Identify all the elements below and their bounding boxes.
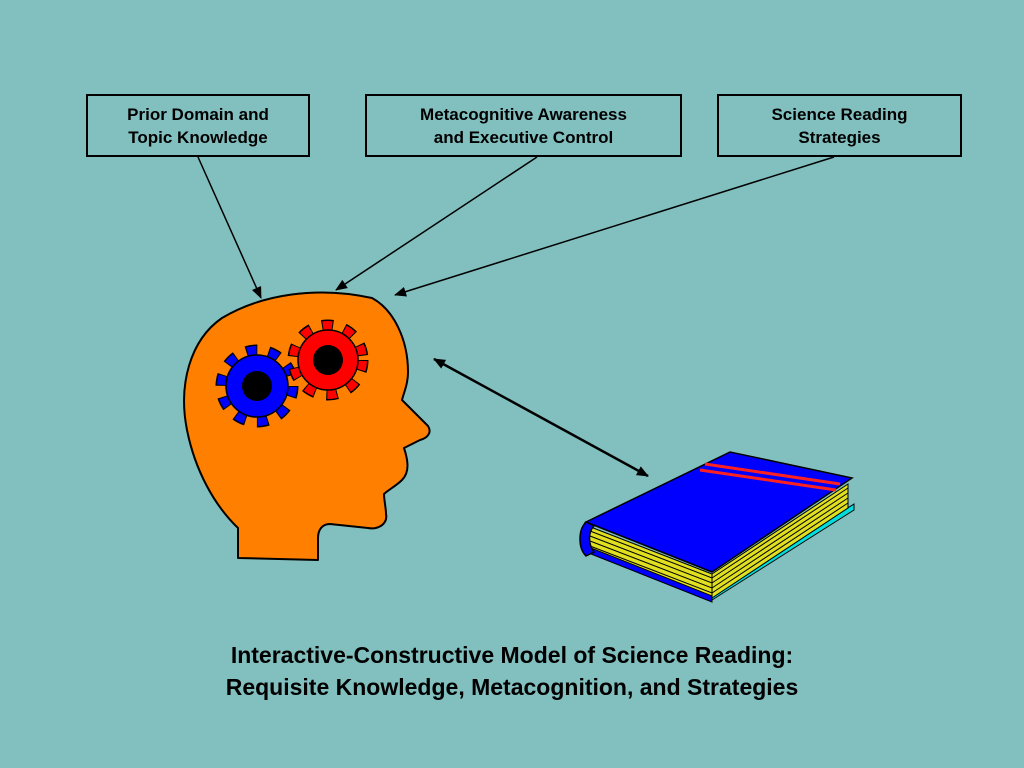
- arrow-meta-to-head: [335, 156, 538, 291]
- arrow-prior-to-head: [197, 156, 262, 299]
- gear-left-icon: [215, 344, 299, 428]
- caption-line-2: Requisite Knowledge, Metacognition, and …: [225, 674, 799, 700]
- gear-right-icon: [287, 319, 369, 401]
- strategies-label: Science Reading Strategies: [771, 104, 908, 147]
- metacognition-box: Metacognitive Awareness and Executive Co…: [365, 94, 682, 157]
- metacognition-label: Metacognitive Awareness and Executive Co…: [420, 104, 627, 147]
- prior-knowledge-box: Prior Domain and Topic Knowledge: [86, 94, 310, 157]
- diagram-caption: Interactive-Constructive Model of Scienc…: [0, 639, 1024, 703]
- strategies-box: Science Reading Strategies: [717, 94, 962, 157]
- caption-line-1: Interactive-Constructive Model of Scienc…: [230, 642, 794, 668]
- prior-knowledge-label: Prior Domain and Topic Knowledge: [127, 104, 269, 147]
- arrow-head-book-interaction: [433, 357, 649, 478]
- book-icon: [579, 451, 855, 603]
- arrow-strategies-to-head: [394, 156, 835, 297]
